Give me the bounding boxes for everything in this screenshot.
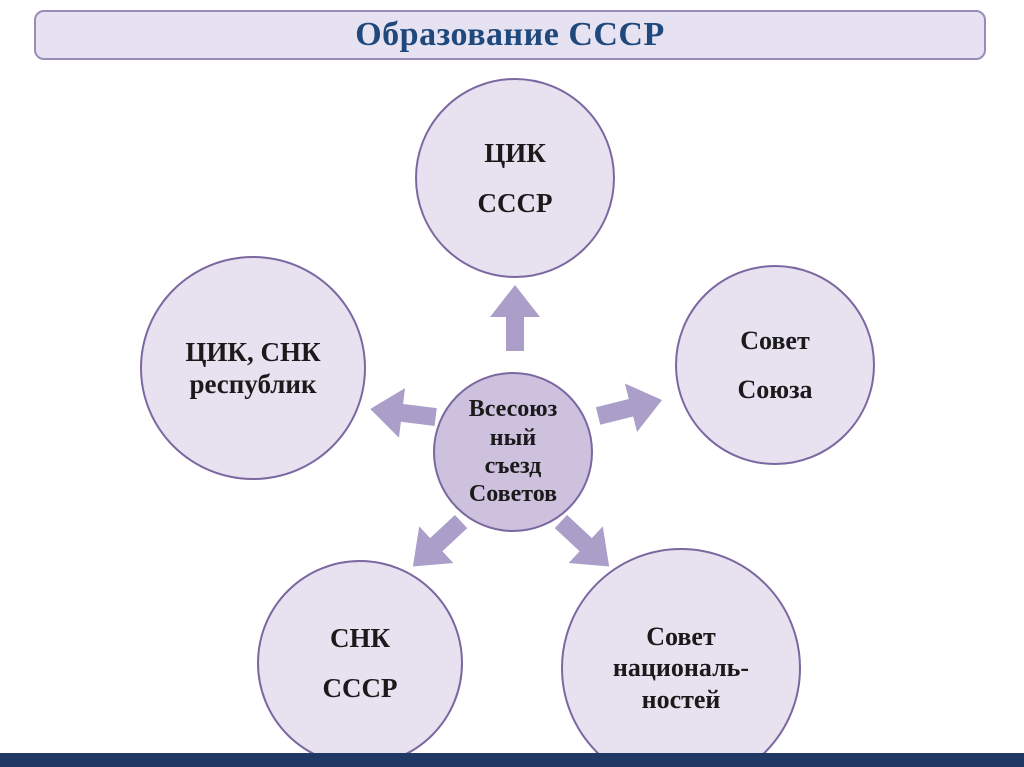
node-sovet-soyuza-line1: Совет bbox=[740, 325, 810, 355]
node-snk-sssr: СНК СССР bbox=[257, 560, 463, 766]
node-snk-sssr-line1: СНК bbox=[329, 622, 391, 653]
node-center-line2: ный bbox=[489, 424, 537, 451]
node-vsesoyuzny-sezd-sovetov: Всесоюз ный съезд Советов bbox=[433, 372, 593, 532]
node-sovet-natsionalnostey-line2: националь- bbox=[612, 653, 750, 683]
arrow-down-left-icon bbox=[396, 503, 478, 585]
node-cik-snk-respublik: ЦИК, СНК республик bbox=[140, 256, 366, 480]
arrow-right-icon bbox=[592, 376, 668, 440]
node-sovet-natsionalnostey: Совет националь- ностей bbox=[561, 548, 801, 767]
footer-bar bbox=[0, 753, 1024, 767]
node-center-line1: Всесоюз bbox=[468, 396, 558, 423]
arrow-left-icon bbox=[367, 384, 439, 442]
node-sovet-natsionalnostey-line1: Совет bbox=[646, 622, 716, 652]
node-snk-sssr-line2: СССР bbox=[322, 673, 398, 703]
node-cik-sssr: ЦИК СССР bbox=[415, 78, 615, 278]
arrow-up-icon bbox=[490, 285, 540, 351]
node-center-line4: Советов bbox=[468, 481, 558, 508]
arrow-down-right-icon bbox=[544, 503, 626, 585]
node-cik-snk-respublik-line1: ЦИК, СНК bbox=[185, 336, 321, 367]
node-sovet-soyuza: Совет Союза bbox=[675, 265, 875, 465]
node-cik-snk-respublik-line2: республик bbox=[189, 369, 317, 399]
page-title: Образование СССР bbox=[355, 16, 665, 53]
node-cik-sssr-line2: СССР bbox=[477, 188, 553, 218]
node-sovet-natsionalnostey-line3: ностей bbox=[641, 684, 721, 714]
node-center-line3: съезд bbox=[484, 453, 542, 479]
node-cik-sssr-line1: ЦИК bbox=[484, 137, 546, 168]
node-sovet-soyuza-line2: Союза bbox=[737, 375, 813, 404]
title-bar: Образование СССР bbox=[34, 10, 986, 60]
